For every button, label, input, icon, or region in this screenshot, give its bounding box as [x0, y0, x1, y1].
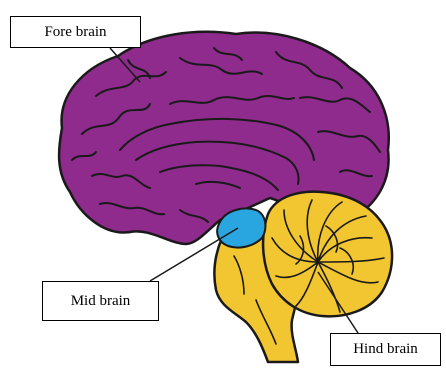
- midbrain-label: Mid brain: [42, 281, 159, 321]
- forebrain-label: Fore brain: [10, 16, 141, 48]
- hindbrain-label: Hind brain: [330, 333, 441, 366]
- cerebellum-shape: [263, 192, 392, 317]
